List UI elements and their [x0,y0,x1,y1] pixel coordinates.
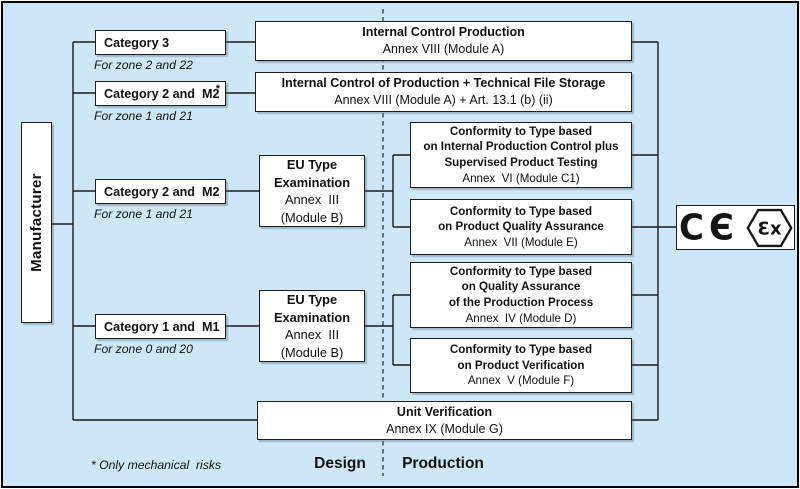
eu-type-examination-box-1: EU Type Examination Annex III (Module B) [259,155,365,227]
ce-mark-icon: CЄ [679,206,739,249]
category-box-3: Category 3 [95,30,226,55]
svg-text:Ɛx: Ɛx [757,218,781,239]
category-label: Category 2 and M2 [104,86,220,101]
zone-note: For zone 2 and 22 [94,58,193,72]
ce-ex-marking-box: CЄ Ɛx [676,205,795,250]
manufacturer-label: Manufacturer [28,173,45,272]
category-box-2-m2: Category 2 and M2 [95,179,226,204]
module-d-box: Conformity to Type based on Quality Assu… [410,262,632,328]
module-b-branches [365,154,410,366]
right-connectors [632,41,677,421]
module-a-box: Internal Control Production Annex VIII (… [255,21,632,61]
module-g-box: Unit Verification Annex IX (Module G) [257,401,632,440]
production-phase-label: Production [402,455,484,472]
eu-type-examination-box-2: EU Type Examination Annex III (Module B) [259,290,365,362]
category-label: Category 3 [104,35,170,50]
category-label: Category 2 and M2 [104,184,220,199]
category-box-1-m1: Category 1 and M1 [95,314,226,339]
manufacturer-box: Manufacturer [21,122,52,323]
zone-note: For zone 0 and 20 [94,342,193,356]
module-f-box: Conformity to Type based on Product Veri… [410,338,632,393]
module-c1-box: Conformity to Type based on Internal Pro… [410,122,632,188]
mechanical-risks-footnote: * Only mechanical risks [91,458,222,472]
category-asterisk: * [215,83,220,95]
zone-note: For zone 1 and 21 [94,109,193,123]
design-phase-label: Design [314,455,366,472]
zone-note: For zone 1 and 21 [94,207,193,221]
module-a-file-storage-box: Internal Control of Production + Technic… [255,72,632,112]
ex-hexagon-icon: Ɛx [746,208,793,247]
category-box-2-m2-mech: Category 2 and M2 * [95,81,226,106]
module-e-box: Conformity to Type based on Product Qual… [410,199,632,255]
connector-lines [51,9,677,476]
category-label: Category 1 and M1 [104,319,220,334]
left-connectors [51,41,259,421]
